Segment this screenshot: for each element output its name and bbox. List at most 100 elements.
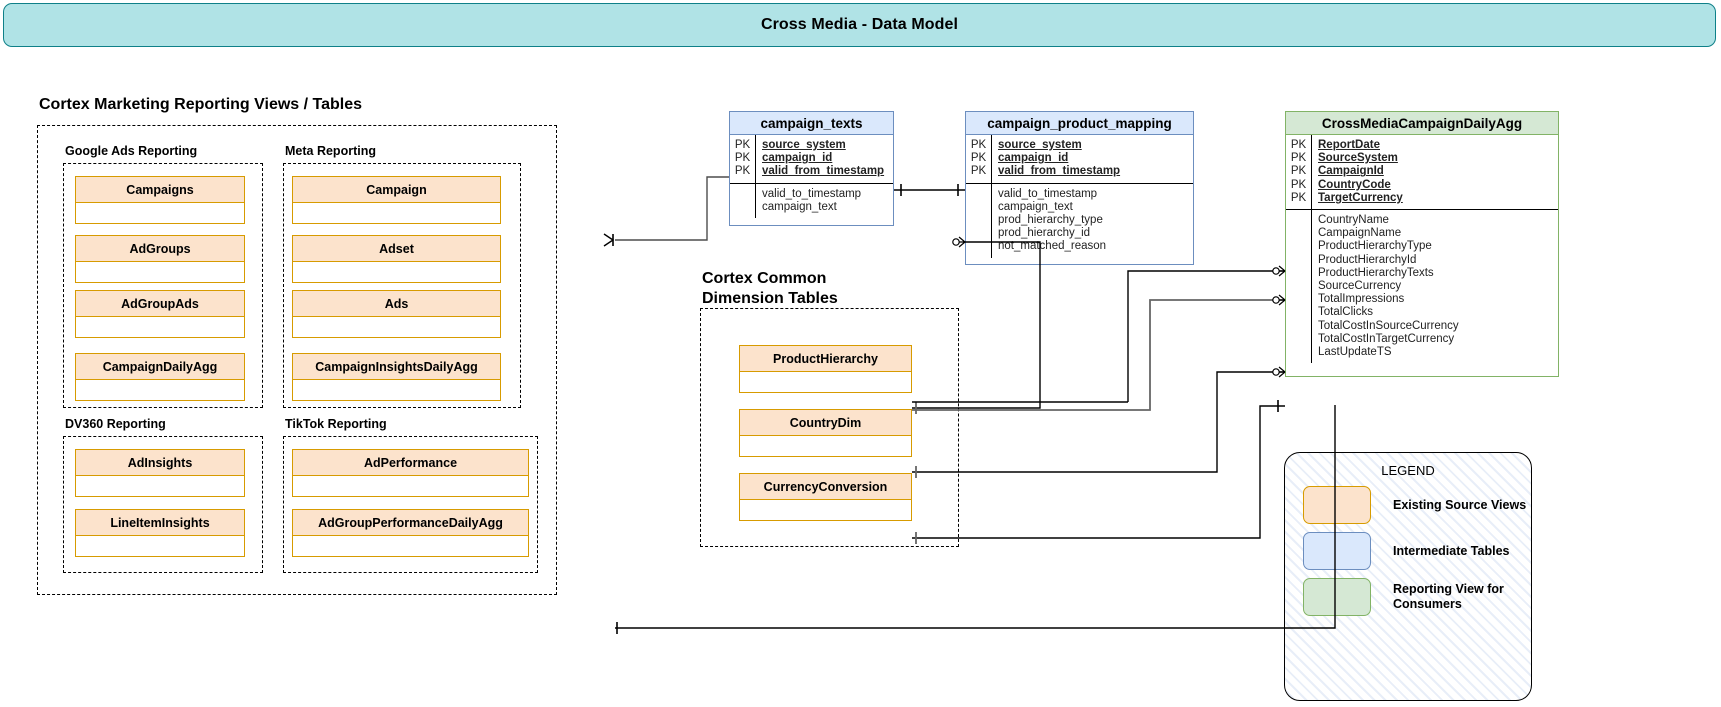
- source-box-adset[interactable]: Adset: [292, 235, 501, 283]
- legend-item-source-views: Existing Source Views: [1303, 486, 1531, 524]
- er-table-title: campaign_product_mapping: [966, 112, 1193, 135]
- source-box-title: AdGroupAds: [76, 291, 244, 317]
- er-table-campaign-product-mapping[interactable]: campaign_product_mapping PK PK PK source…: [965, 111, 1194, 265]
- key-field: SourceSystem: [1318, 152, 1398, 165]
- field: CampaignName: [1318, 227, 1402, 240]
- source-box-adgroupperformancedailyagg[interactable]: AdGroupPerformanceDailyAgg: [292, 509, 529, 557]
- group-label-meta: Meta Reporting: [285, 144, 376, 158]
- source-box-title: AdGroupPerformanceDailyAgg: [293, 510, 528, 536]
- source-box-campaign[interactable]: Campaign: [292, 176, 501, 224]
- key-field: valid_from_timestamp: [762, 165, 885, 178]
- legend-item-intermediate-tables: Intermediate Tables: [1303, 532, 1531, 570]
- pk-marker: PK: [734, 139, 751, 151]
- field: LastUpdateTS: [1318, 346, 1392, 359]
- er-table-field-section: valid_to_timestamp campaign_text prod_hi…: [966, 183, 1193, 258]
- er-table-campaign-texts[interactable]: campaign_texts PK PK PK source_system ca…: [729, 111, 894, 226]
- er-fields: valid_to_timestamp campaign_text: [756, 184, 893, 218]
- source-box-lineiteminsights[interactable]: LineItemInsights: [75, 509, 245, 557]
- er-table-field-section: valid_to_timestamp campaign_text: [730, 183, 893, 219]
- dimension-section-caption: Cortex Common Dimension Tables: [702, 270, 838, 307]
- legend-swatch-green: [1303, 578, 1371, 616]
- er-key-fields: ReportDate SourceSystem CampaignId Count…: [1312, 135, 1558, 209]
- source-box-adgroupads[interactable]: AdGroupAds: [75, 290, 245, 338]
- dim-box-title: ProductHierarchy: [740, 346, 911, 372]
- source-box-title: CampaignInsightsDailyAgg: [293, 354, 500, 380]
- er-table-key-section: PK PK PK PK PK ReportDate SourceSystem C…: [1286, 135, 1558, 211]
- pk-marker: PK: [970, 165, 987, 178]
- source-box-adperformance[interactable]: AdPerformance: [292, 449, 529, 497]
- er-field-markers: [730, 183, 756, 219]
- legend-title: LEGEND: [1381, 463, 1435, 478]
- er-table-crossmediacampaigndailyagg[interactable]: CrossMediaCampaignDailyAgg PK PK PK PK P…: [1285, 111, 1559, 377]
- field: valid_to_timestamp: [998, 187, 1098, 200]
- pk-marker: PK: [1290, 139, 1307, 151]
- field: prod_hierarchy_type: [998, 214, 1103, 227]
- source-box-campaigns[interactable]: Campaigns: [75, 176, 245, 224]
- legend-label: Reporting View for Consumers: [1393, 582, 1504, 611]
- er-table-key-section: PK PK PK source_system campaign_id valid…: [966, 135, 1193, 184]
- pk-marker: PK: [1290, 165, 1307, 178]
- source-box-title: Campaigns: [76, 177, 244, 203]
- field: valid_to_timestamp: [762, 187, 862, 200]
- pk-marker: PK: [970, 152, 987, 165]
- field: not_matched_reason: [998, 240, 1107, 253]
- source-box-title: AdInsights: [76, 450, 244, 476]
- pk-marker: PK: [1290, 191, 1307, 204]
- er-field-markers: [966, 183, 992, 258]
- er-key-markers: PK PK PK PK PK: [1286, 135, 1312, 210]
- group-label-google-ads: Google Ads Reporting: [65, 144, 198, 158]
- source-box-campaigninsightsdailyagg[interactable]: CampaignInsightsDailyAgg: [292, 353, 501, 401]
- er-fields: CountryName CampaignName ProductHierarch…: [1312, 210, 1558, 363]
- key-field: campaign_id: [762, 152, 833, 165]
- source-box-campaigndailyagg[interactable]: CampaignDailyAgg: [75, 353, 245, 401]
- field: TotalCostInSourceCurrency: [1318, 319, 1459, 332]
- field: CountryName: [1318, 214, 1389, 227]
- field: ProductHierarchyId: [1318, 253, 1417, 266]
- pk-marker: PK: [734, 152, 751, 165]
- key-field: campaign_id: [998, 152, 1069, 165]
- dim-box-title: CurrencyConversion: [740, 474, 911, 500]
- source-box-adinsights[interactable]: AdInsights: [75, 449, 245, 497]
- source-box-title: Adset: [293, 236, 500, 262]
- er-table-field-section: CountryName CampaignName ProductHierarch…: [1286, 210, 1558, 364]
- field: SourceCurrency: [1318, 280, 1402, 293]
- legend-item-reporting-view: Reporting View for Consumers: [1303, 578, 1531, 616]
- er-key-markers: PK PK PK: [730, 135, 756, 183]
- field: campaign_text: [998, 200, 1073, 213]
- source-box-title: LineItemInsights: [76, 510, 244, 536]
- legend-label: Intermediate Tables: [1393, 543, 1510, 558]
- er-key-fields: source_system campaign_id valid_from_tim…: [992, 135, 1193, 183]
- legend-swatch-blue: [1303, 532, 1371, 570]
- dim-box-currencyconversion[interactable]: CurrencyConversion: [739, 473, 912, 521]
- dim-box-producthierarchy[interactable]: ProductHierarchy: [739, 345, 912, 393]
- key-field: CampaignId: [1318, 165, 1384, 178]
- source-box-title: Campaign: [293, 177, 500, 203]
- page-title: Cross Media - Data Model: [760, 16, 959, 33]
- field: ProductHierarchyTexts: [1318, 266, 1434, 279]
- key-field: valid_from_timestamp: [998, 165, 1121, 178]
- group-label-dv360: DV360 Reporting: [65, 417, 166, 431]
- legend-label: Existing Source Views: [1393, 497, 1527, 512]
- group-container-dv360: [63, 436, 263, 573]
- er-table-title: CrossMediaCampaignDailyAgg: [1286, 112, 1558, 135]
- pk-marker: PK: [734, 165, 751, 178]
- field: prod_hierarchy_id: [998, 227, 1091, 240]
- er-table-key-section: PK PK PK source_system campaign_id valid…: [730, 135, 893, 184]
- left-section-caption: Cortex Marketing Reporting Views / Table…: [39, 96, 363, 113]
- field: campaign_text: [762, 200, 837, 213]
- source-box-adgroups[interactable]: AdGroups: [75, 235, 245, 283]
- dim-box-title: CountryDim: [740, 410, 911, 436]
- key-field: CountryCode: [1318, 178, 1391, 191]
- source-box-ads[interactable]: Ads: [292, 290, 501, 338]
- group-container-google-ads: [63, 163, 263, 408]
- er-key-fields: source_system campaign_id valid_from_tim…: [756, 135, 893, 183]
- er-table-title: campaign_texts: [730, 112, 893, 135]
- source-box-title: AdPerformance: [293, 450, 528, 476]
- marketing-reporting-container: [37, 125, 557, 595]
- field: ProductHierarchyType: [1318, 240, 1432, 253]
- dim-box-countrydim[interactable]: CountryDim: [739, 409, 912, 457]
- field: TotalCostInTargetCurrency: [1318, 332, 1455, 345]
- er-key-markers: PK PK PK: [966, 135, 992, 183]
- pk-marker: PK: [1290, 178, 1307, 191]
- pk-marker: PK: [970, 139, 987, 151]
